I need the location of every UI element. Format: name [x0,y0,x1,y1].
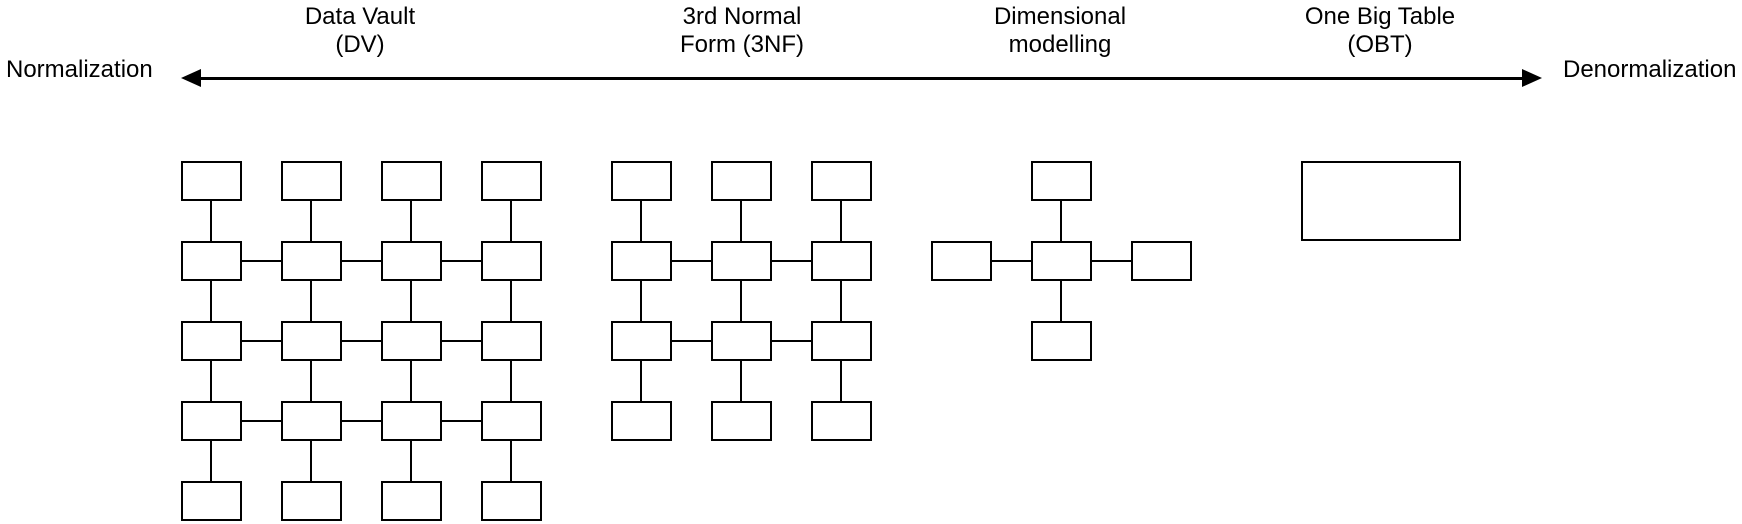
data-vault-schema-connector [442,260,481,262]
third-normal-form-schema-table-box [711,401,772,441]
dimensional-model-schema-table-box [1031,321,1092,361]
third-normal-form-schema-connector [672,260,711,262]
data-vault-schema-table-box [181,321,242,361]
data-vault-schema-table-box [381,161,442,201]
label-one-big-table-line1: One Big Table [1304,3,1456,30]
data-vault-schema-connector [310,361,312,401]
third-normal-form-schema-connector [840,281,842,321]
data-vault-schema-table-box [181,401,242,441]
third-normal-form-schema-table-box [611,321,672,361]
label-one-big-table: One Big Table (OBT) [1230,3,1530,59]
third-normal-form-schema-connector [640,281,642,321]
label-data-vault-line1: Data Vault [304,3,416,30]
label-dimensional-modelling-line1: Dimensional [993,3,1127,30]
label-dimensional-modelling: Dimensional modelling [910,3,1210,59]
data-vault-schema-connector [410,281,412,321]
data-vault-schema-table-box [481,401,542,441]
third-normal-form-schema-connector [840,361,842,401]
data-vault-schema-connector [310,281,312,321]
data-vault-schema-connector [410,201,412,241]
label-3nf-line1: 3rd Normal [682,3,802,30]
spectrum-axis-line [195,77,1527,80]
arrow-left-head-icon [181,69,201,87]
third-normal-form-schema-connector [740,361,742,401]
third-normal-form-schema-connector [640,201,642,241]
third-normal-form-schema-table-box [811,161,872,201]
data-vault-schema-connector [242,340,281,342]
dimensional-model-schema-connector [1092,260,1131,262]
dimensional-model-schema-connector [992,260,1031,262]
third-normal-form-schema-table-box [711,321,772,361]
dimensional-model-schema-table-box [1131,241,1192,281]
data-vault-schema-table-box [281,241,342,281]
third-normal-form-schema-connector [672,340,711,342]
third-normal-form-schema-table-box [711,241,772,281]
data-vault-schema-connector [310,441,312,481]
label-dimensional-modelling-line2: modelling [1008,31,1112,58]
data-vault-schema-table-box [481,241,542,281]
data-vault-schema-connector [210,361,212,401]
label-data-vault: Data Vault (DV) [210,3,510,59]
data-vault-schema-connector [510,281,512,321]
arrow-right-head-icon [1522,69,1542,87]
data-vault-schema-table-box [381,481,442,521]
data-vault-schema-table-box [181,161,242,201]
data-vault-schema-connector [342,340,381,342]
data-vault-schema-table-box [281,321,342,361]
data-vault-schema-connector [242,420,281,422]
data-vault-schema-connector [510,441,512,481]
data-vault-schema-table-box [481,321,542,361]
data-vault-schema-table-box [381,241,442,281]
label-3nf: 3rd Normal Form (3NF) [592,3,892,59]
third-normal-form-schema-table-box [611,161,672,201]
dimensional-model-schema-table-box [1031,161,1092,201]
data-vault-schema-table-box [381,401,442,441]
one-big-table-schema-table-box [1301,161,1461,241]
data-vault-schema-connector [442,340,481,342]
data-vault-schema-connector [310,201,312,241]
data-vault-schema-table-box [281,161,342,201]
third-normal-form-schema-table-box [611,241,672,281]
third-normal-form-schema-connector [840,201,842,241]
label-one-big-table-line2: (OBT) [1347,31,1413,58]
data-vault-schema-table-box [481,481,542,521]
label-data-vault-line2: (DV) [335,31,385,58]
third-normal-form-schema-table-box [711,161,772,201]
third-normal-form-schema-connector [772,340,811,342]
data-vault-schema-connector [410,441,412,481]
third-normal-form-schema-connector [772,260,811,262]
dimensional-model-schema-table-box [931,241,992,281]
dimensional-model-schema-connector [1060,201,1062,241]
third-normal-form-schema-connector [740,201,742,241]
data-vault-schema-connector [410,361,412,401]
data-vault-schema-connector [510,361,512,401]
data-vault-schema-table-box [181,481,242,521]
label-3nf-line2: Form (3NF) [680,31,804,58]
data-vault-schema-table-box [481,161,542,201]
data-vault-schema-connector [242,260,281,262]
third-normal-form-schema-table-box [811,401,872,441]
denormalization-label: Denormalization [1563,56,1737,83]
third-normal-form-schema-connector [740,281,742,321]
data-vault-schema-connector [210,201,212,241]
third-normal-form-schema-table-box [811,241,872,281]
dimensional-model-schema-connector [1060,281,1062,321]
normalization-label: Normalization [6,56,153,83]
data-vault-schema-connector [342,420,381,422]
data-vault-schema-table-box [381,321,442,361]
data-vault-schema-connector [210,281,212,321]
dimensional-model-schema-table-box [1031,241,1092,281]
data-vault-schema-table-box [181,241,242,281]
third-normal-form-schema-table-box [611,401,672,441]
data-vault-schema-connector [342,260,381,262]
third-normal-form-schema-connector [640,361,642,401]
data-vault-schema-connector [210,441,212,481]
data-vault-schema-connector [442,420,481,422]
data-vault-schema-table-box [281,481,342,521]
third-normal-form-schema-table-box [811,321,872,361]
data-vault-schema-connector [510,201,512,241]
data-vault-schema-table-box [281,401,342,441]
